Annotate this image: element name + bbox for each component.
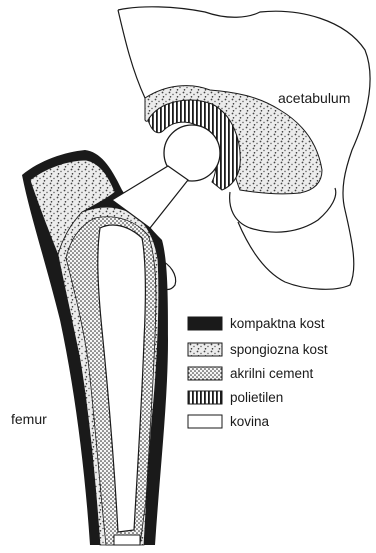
legend-item-acrylic-cement: akrilni cement [188, 366, 314, 381]
legend-label: spongiozna kost [230, 342, 328, 357]
legend: kompaktna kost spongiozna kost akrilni c… [188, 316, 328, 429]
legend-swatch-empty [188, 415, 222, 428]
legend-label: kompaktna kost [230, 316, 325, 331]
legend-swatch-solid [188, 317, 222, 330]
acetabulum-label: acetabulum [278, 90, 350, 106]
femur-label: femur [11, 411, 47, 427]
legend-item-compact-bone: kompaktna kost [188, 316, 325, 331]
legend-item-spongy-bone: spongiozna kost [188, 342, 328, 357]
stem-distal-cap [114, 535, 140, 545]
legend-item-metal: kovina [188, 414, 270, 429]
legend-label: kovina [230, 414, 270, 429]
legend-swatch-stripes [188, 391, 222, 404]
legend-swatch-sponge [188, 343, 222, 356]
legend-label: akrilni cement [230, 366, 314, 381]
legend-label: polietilen [230, 390, 283, 405]
legend-swatch-dots [188, 367, 222, 380]
legend-item-polyethylene: polietilen [188, 390, 283, 405]
femur [22, 150, 188, 545]
obturator-outline [230, 188, 336, 232]
